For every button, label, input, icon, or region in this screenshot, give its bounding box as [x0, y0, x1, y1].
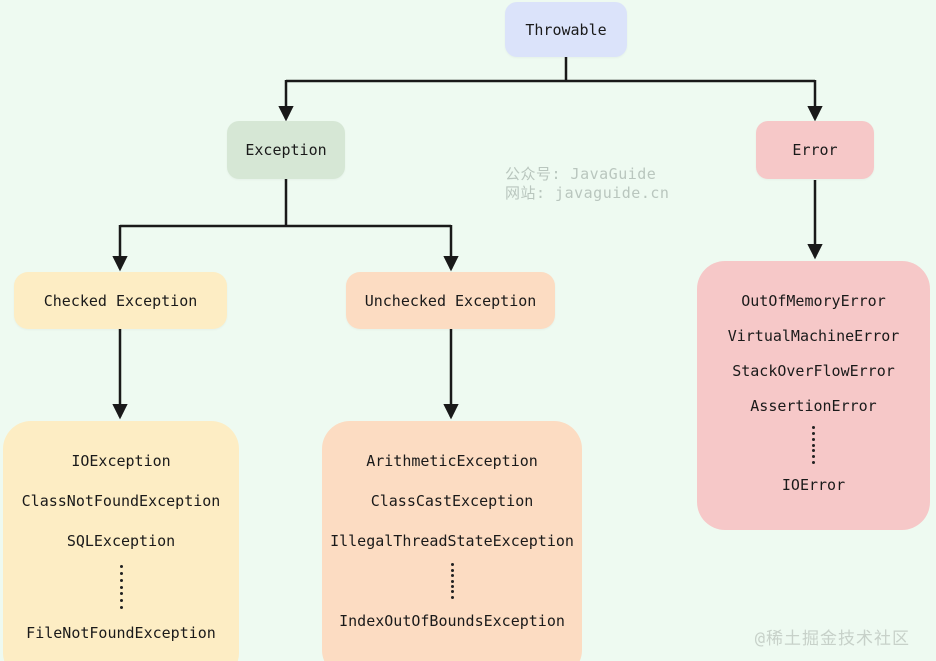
ellipsis-dots — [812, 423, 815, 467]
dot — [450, 590, 454, 594]
node-error: Error — [756, 121, 874, 179]
ellipsis-dots — [119, 561, 123, 613]
list-item: ArithmeticException — [366, 452, 538, 470]
dot — [119, 606, 123, 610]
list-item: IllegalThreadStateException — [330, 532, 574, 550]
dot — [450, 584, 454, 588]
list-item: OutOfMemoryError — [741, 291, 886, 310]
list-item: IOError — [781, 475, 846, 494]
dot — [450, 568, 454, 572]
node-unchecked-exception-label: Unchecked Exception — [364, 291, 537, 310]
dot — [812, 461, 815, 465]
node-throwable-label: Throwable — [525, 20, 607, 39]
dot — [119, 599, 123, 603]
dot — [812, 431, 815, 435]
node-throwable: Throwable — [505, 2, 627, 57]
dot — [119, 592, 123, 596]
watermark-javaguide: 公众号: JavaGuide 网站: javaguide.cn — [505, 165, 669, 203]
list-item: VirtualMachineError — [727, 326, 900, 345]
node-error-label: Error — [792, 141, 838, 159]
watermark-juejin: @稀土掘金技术社区 — [754, 629, 910, 649]
ellipsis-dots — [450, 561, 454, 601]
watermark-line2: 网站: javaguide.cn — [505, 184, 670, 202]
list-item: SQLException — [66, 532, 176, 550]
dot — [812, 437, 815, 441]
dot — [450, 595, 454, 599]
dot — [119, 578, 123, 582]
list-item: FileNotFoundException — [26, 624, 216, 642]
list-item: ClassCastException — [370, 492, 534, 510]
watermark-line1: 公众号: JavaGuide — [505, 165, 657, 183]
list-item: IOException — [71, 452, 171, 470]
checked-exception-list: IOException ClassNotFoundException SQLEx… — [3, 421, 239, 661]
dot — [119, 571, 123, 575]
unchecked-exception-list: ArithmeticException ClassCastException I… — [322, 421, 582, 661]
list-item: AssertionError — [750, 396, 877, 415]
node-unchecked-exception: Unchecked Exception — [346, 272, 555, 329]
list-item: ClassNotFoundException — [21, 492, 221, 510]
node-checked-exception-label: Checked Exception — [43, 291, 198, 310]
dot — [119, 585, 123, 589]
error-list: OutOfMemoryError VirtualMachineError Sta… — [697, 261, 930, 530]
dot — [812, 449, 815, 453]
dot — [450, 563, 454, 567]
dot — [450, 574, 454, 578]
node-checked-exception: Checked Exception — [14, 272, 227, 329]
node-exception: Exception — [227, 121, 345, 179]
dot — [812, 425, 815, 429]
list-item: StackOverFlowError — [732, 361, 895, 380]
dot — [450, 579, 454, 583]
dot — [812, 455, 815, 459]
node-exception-label: Exception — [245, 141, 327, 159]
list-item: IndexOutOfBoundsException — [339, 612, 565, 630]
dot — [812, 443, 815, 447]
dot — [119, 564, 123, 568]
